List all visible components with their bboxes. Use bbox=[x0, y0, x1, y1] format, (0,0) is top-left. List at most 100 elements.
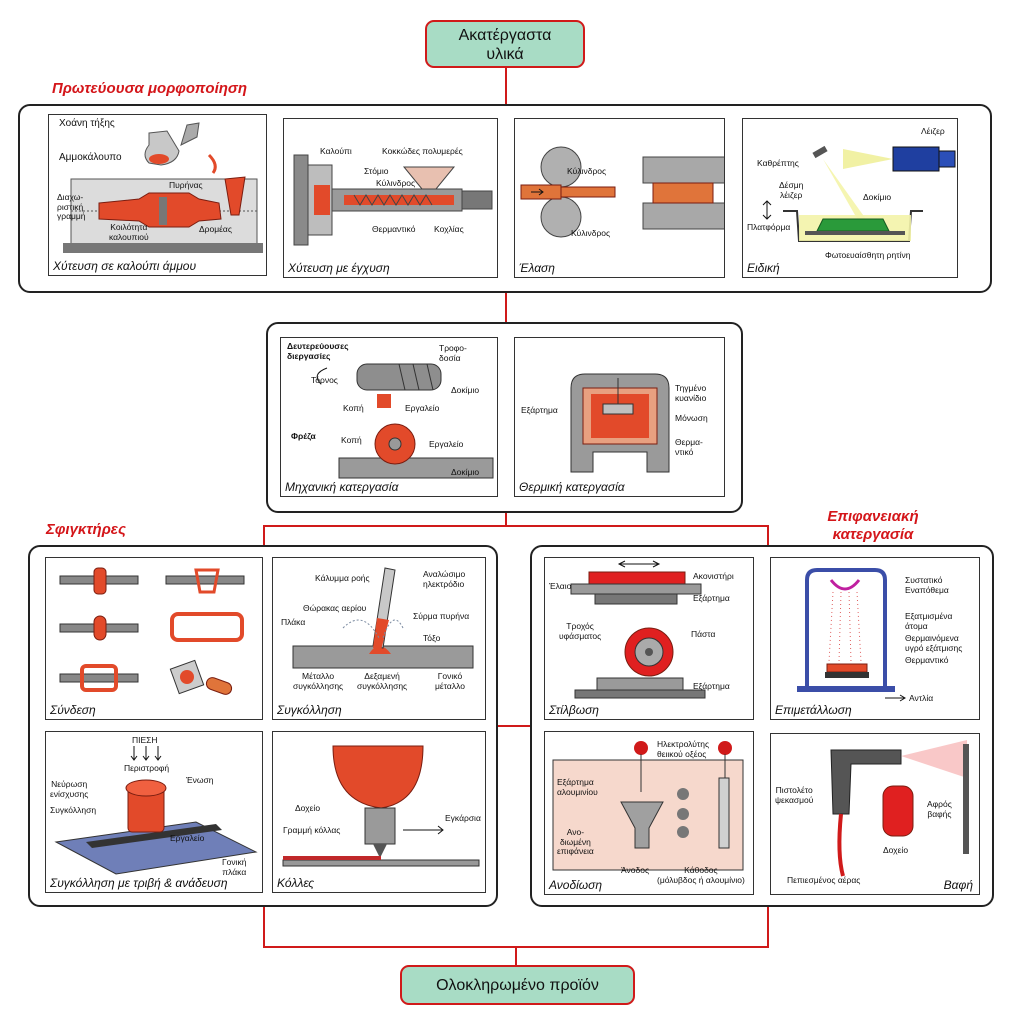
label-paste: Πάστα bbox=[691, 629, 716, 639]
label-anode: Άνοδος bbox=[621, 865, 650, 875]
friction-illustration bbox=[54, 746, 258, 875]
label-rib: Νεύρωση ενίσχυσης bbox=[50, 779, 89, 799]
sand-casting-illustration bbox=[63, 122, 263, 253]
label-secondary-1: Δευτερεύουσες bbox=[287, 341, 349, 351]
caption-welding: Συγκόλληση bbox=[277, 703, 342, 717]
label-roll-bottom: Κύλινδρος bbox=[571, 228, 611, 238]
label-weld-metal-2: συγκόλλησης bbox=[293, 680, 344, 691]
label-mold: Καλούπι bbox=[320, 146, 352, 156]
label-pressure: ΠΙΕΣΗ bbox=[132, 735, 158, 745]
injection-illustration bbox=[293, 154, 493, 246]
label-specimen-mill: Δοκίμιο bbox=[451, 467, 480, 477]
label-cavity: Κοιλότητα καλουπιού bbox=[109, 222, 149, 242]
label-specimen-lathe: Δοκίμιο bbox=[451, 385, 480, 395]
label-polish-part2: Εξάρτημα bbox=[693, 681, 730, 691]
label-base-metal-1: Γονικό bbox=[437, 671, 463, 681]
joining-illustration bbox=[59, 567, 245, 695]
label-parting-2: ριστική bbox=[57, 201, 84, 212]
label-component: Συστατικό bbox=[905, 575, 943, 585]
caption-plating: Επιμετάλλωση bbox=[775, 703, 852, 717]
raw-materials-line2: υλικά bbox=[486, 46, 524, 63]
label-arc: Τόξο bbox=[423, 633, 441, 643]
rolling-illustration bbox=[520, 146, 724, 238]
adhesives-illustration bbox=[282, 745, 480, 867]
label-fsw-joint: Ένωση bbox=[186, 775, 214, 785]
label-fsw-base: Γονική πλάκα bbox=[222, 857, 247, 877]
label-rotation: Περιστροφή bbox=[124, 763, 170, 773]
label-cathode-2: (μόλυβδος ή αλουμίνιο) bbox=[657, 874, 745, 885]
label-feed: Τροφο- δοσία bbox=[439, 343, 467, 363]
label-wire: Σύρμα πυρήνα bbox=[413, 611, 470, 621]
raw-materials-box: Ακατέργαστα υλικά bbox=[425, 20, 585, 68]
anodizing-illustration bbox=[552, 741, 744, 871]
label-fsw-base-2: πλάκα bbox=[222, 866, 247, 877]
label-parting-1: Διαχω- bbox=[57, 192, 84, 202]
connector-right-bottom bbox=[767, 907, 769, 947]
plating-illustration bbox=[797, 568, 906, 702]
label-anodized-1: Ανο- bbox=[566, 827, 585, 837]
label-pump: Αντλία bbox=[909, 693, 934, 703]
welding-illustration bbox=[292, 567, 474, 669]
label-electrolyte-1: Ηλεκτρολύτης bbox=[657, 739, 710, 749]
caption-adhesives: Κόλλες bbox=[277, 876, 315, 890]
label-aluminium-part: Εξάρτημα αλουμινίου bbox=[557, 777, 598, 797]
label-electrode-2: ηλεκτρόδιο bbox=[423, 578, 465, 589]
label-lathe: Τόρνος bbox=[311, 375, 338, 385]
label-cavity-1: Κοιλότητα bbox=[110, 222, 148, 232]
machining-illustration bbox=[316, 363, 494, 479]
label-gas: Θώρακας αερίου bbox=[303, 603, 367, 613]
label-adhesive-container: Δοχείο bbox=[295, 803, 321, 813]
label-nozzle: Στόμιο bbox=[364, 166, 389, 176]
label-beam: Δέσμη λέιζερ bbox=[779, 180, 803, 200]
panel-machining: Δευτερεύουσες διεργασίες Τροφο- δοσία Τό… bbox=[280, 337, 498, 497]
label-secondary-processes: Δευτερεύουσες διεργασίες bbox=[287, 341, 349, 361]
panel-plating: Συστατικό Εναπόθεμα Εξατμισμένα άτομα Θε… bbox=[770, 557, 980, 720]
label-oil: Έλαιο bbox=[549, 581, 572, 591]
label-polish-part: Εξάρτημα bbox=[693, 593, 730, 603]
label-rib-2: ενίσχυσης bbox=[50, 788, 89, 799]
painting-illustration bbox=[830, 740, 969, 877]
label-specimen: Δοκίμιο bbox=[863, 192, 892, 202]
caption-polishing: Στίλβωση bbox=[549, 703, 599, 717]
label-base-metal: Γονικό μέταλλο bbox=[435, 671, 465, 691]
label-cyanide-2: κυανίδιο bbox=[675, 392, 707, 403]
label-heated-liquid-2: υγρό εξάτμισης bbox=[905, 642, 963, 653]
label-insulation: Μόνωση bbox=[675, 413, 708, 423]
label-aluminium-part-1: Εξάρτημα bbox=[557, 777, 594, 787]
label-fsw-weld: Συγκόλληση bbox=[50, 805, 97, 815]
panel-adhesives: Δοχείο Γραμμή κόλλας Εγκάρσια Κόλλες bbox=[272, 731, 486, 893]
label-tool-mill: Εργαλείο bbox=[429, 439, 464, 449]
label-spray-gun: Πιστολέτο ψεκασμού bbox=[775, 785, 814, 805]
label-anodized-surface: Ανο- διωμένη επιφάνεια bbox=[557, 827, 594, 857]
label-spray-gun-2: ψεκασμού bbox=[775, 794, 814, 805]
label-plate: Πλάκα bbox=[281, 617, 306, 627]
section-title-surface: Επιφανειακή κατεργασία bbox=[808, 508, 938, 544]
label-cylinder: Κύλινδρος bbox=[376, 178, 416, 188]
connector-middle-link bbox=[497, 725, 533, 727]
raw-materials-line1: Ακατέργαστα bbox=[458, 27, 552, 44]
label-fsw-base-1: Γονική bbox=[222, 857, 247, 867]
label-fsw-tool: Εργαλείο bbox=[170, 833, 205, 843]
thermal-illustration bbox=[570, 373, 670, 473]
special-illustration bbox=[762, 145, 956, 242]
panel-injection-molding: Καλούπι Κοκκώδες πολυμερές Στόμιο Κύλινδ… bbox=[283, 118, 498, 278]
caption-special: Ειδική bbox=[747, 261, 780, 275]
label-weld-metal: Μέταλλο συγκόλλησης bbox=[293, 671, 344, 691]
label-anodized-3: επιφάνεια bbox=[557, 846, 594, 856]
label-cathode: Κάθοδος (μόλυβδος ή αλουμίνιο) bbox=[657, 865, 745, 885]
caption-sand-casting: Χύτευση σε καλούπι άμμου bbox=[53, 259, 197, 273]
label-cathode-1: Κάθοδος bbox=[684, 865, 718, 875]
label-electrolyte-2: θειικού οξέος bbox=[657, 748, 707, 759]
panel-welding: Κάλυμμα ροής Αναλώσιμο ηλεκτρόδιο Θώρακα… bbox=[272, 557, 486, 720]
caption-painting: Βαφή bbox=[943, 878, 973, 892]
label-cyanide-1: Τηγμένο bbox=[675, 383, 707, 393]
caption-friction-stir: Συγκόλληση με τριβή & ανάδευση bbox=[50, 876, 228, 890]
panel-thermal: Εξάρτημα Τηγμένο κυανίδιο Μόνωση Θερμα- … bbox=[514, 337, 725, 497]
label-electrode: Αναλώσιμο ηλεκτρόδιο bbox=[423, 569, 465, 589]
label-parting-line: Διαχω- ριστική γραμμή bbox=[57, 192, 86, 222]
caption-anodizing: Ανοδίωση bbox=[549, 878, 603, 892]
label-weld-metal-1: Μέταλλο bbox=[302, 671, 335, 681]
label-deposit: Εναπόθεμα bbox=[905, 585, 949, 595]
label-atoms-2: άτομα bbox=[905, 620, 928, 631]
label-screw: Κοχλίας bbox=[434, 224, 464, 234]
